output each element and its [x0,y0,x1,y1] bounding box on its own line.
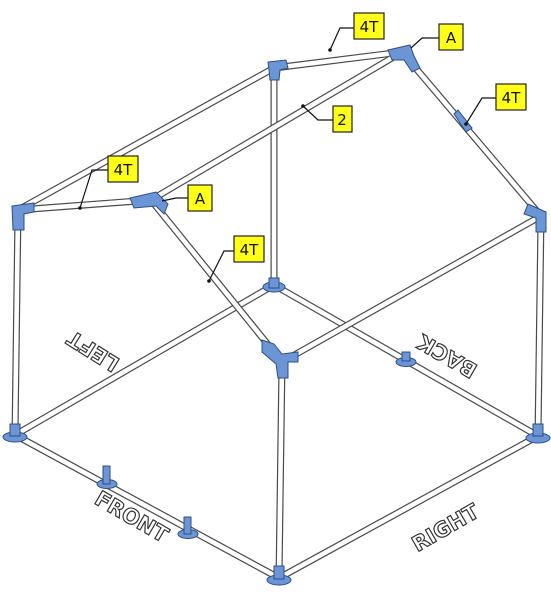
connector-left-top [12,203,34,230]
foot-back [263,278,285,292]
callout-right-4t: 4T [464,84,526,126]
callout-mid-2-label: 2 [337,111,347,129]
connector-ridge-back [388,45,420,72]
callout-top-4t: 4T [328,13,384,52]
callout-rafter-4t-label: 4T [240,241,260,259]
callout-top-a: A [411,24,463,50]
callout-right-4t-label: 4T [502,89,522,107]
connector-front-top [262,340,298,378]
callout-top-4t-label: 4T [360,18,380,36]
side-label-left: LEFT [62,325,123,376]
connectors [12,45,546,378]
connector-right-top [524,204,546,232]
callout-left-4t-label: 4T [114,161,134,179]
side-label-right: RIGHT [408,499,484,557]
callout-front-a-label: A [195,190,206,208]
callout-top-a-label: A [446,29,457,47]
roof-pipes [18,52,541,362]
